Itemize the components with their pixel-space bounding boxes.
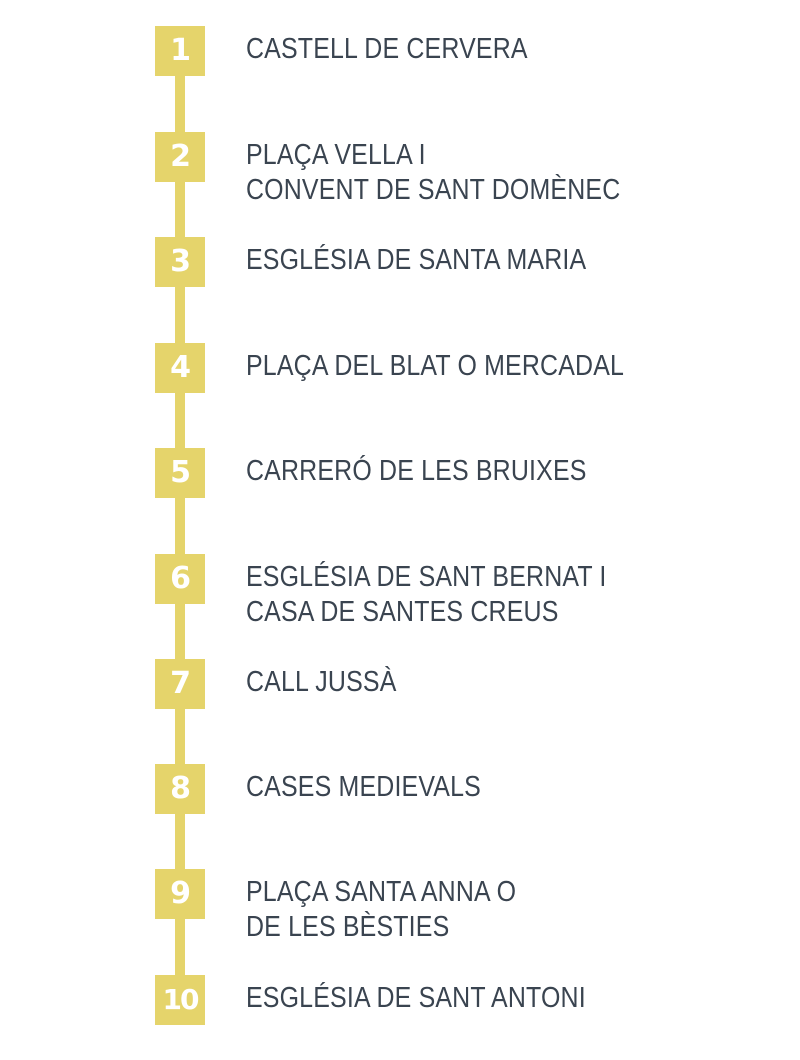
stop-number-badge: 2: [155, 132, 205, 182]
stop-label: ESGLÉSIA DE SANT BERNAT I CASA DE SANTES…: [246, 560, 710, 630]
stop-8: 8 CASES MEDIEVALS: [0, 764, 800, 814]
stop-label-line: CARRERÓ DE LES BRUIXES: [246, 455, 587, 487]
stop-label-line: ESGLÉSIA DE SANT ANTONI: [246, 982, 586, 1014]
stop-label-line: CONVENT DE SANT DOMÈNEC: [246, 174, 621, 206]
stop-number-badge: 8: [155, 764, 205, 814]
stop-3: 3 ESGLÉSIA DE SANTA MARIA: [0, 237, 800, 287]
stop-number-badge: 1: [155, 26, 205, 76]
stop-5: 5 CARRERÓ DE LES BRUIXES: [0, 448, 800, 498]
stop-1: 1 CASTELL DE CERVERA: [0, 26, 800, 76]
stop-number-badge: 5: [155, 448, 205, 498]
stop-number-badge: 10: [155, 975, 205, 1025]
stop-label-line: CALL JUSSÀ: [246, 666, 397, 698]
stop-4: 4 PLAÇA DEL BLAT O MERCADAL: [0, 343, 800, 393]
stop-number-badge: 9: [155, 869, 205, 919]
stop-number-badge: 6: [155, 554, 205, 604]
stop-label-line: CASTELL DE CERVERA: [246, 33, 528, 65]
stop-label-line: PLAÇA VELLA I: [246, 139, 426, 171]
stop-label: ESGLÉSIA DE SANT ANTONI: [246, 981, 710, 1016]
stop-label-line: PLAÇA DEL BLAT O MERCADAL: [246, 350, 625, 382]
stop-label-line: ESGLÉSIA DE SANTA MARIA: [246, 244, 587, 276]
stop-label: CARRERÓ DE LES BRUIXES: [246, 454, 710, 489]
stop-10: 10 ESGLÉSIA DE SANT ANTONI: [0, 975, 800, 1025]
stop-label-line: CASA DE SANTES CREUS: [246, 596, 559, 628]
stop-9: 9 PLAÇA SANTA ANNA O DE LES BÈSTIES: [0, 869, 800, 943]
stop-label: PLAÇA VELLA I CONVENT DE SANT DOMÈNEC: [246, 138, 710, 208]
stop-label-line: DE LES BÈSTIES: [246, 911, 450, 943]
stop-6: 6 ESGLÉSIA DE SANT BERNAT I CASA DE SANT…: [0, 554, 800, 628]
stop-2: 2 PLAÇA VELLA I CONVENT DE SANT DOMÈNEC: [0, 132, 800, 206]
route-line: [175, 50, 185, 1000]
stop-label: CALL JUSSÀ: [246, 665, 710, 700]
stop-label: PLAÇA SANTA ANNA O DE LES BÈSTIES: [246, 875, 710, 945]
stop-7: 7 CALL JUSSÀ: [0, 659, 800, 709]
stop-label: CASTELL DE CERVERA: [246, 32, 710, 67]
stop-label: CASES MEDIEVALS: [246, 770, 710, 805]
stop-number-badge: 3: [155, 237, 205, 287]
stop-label: ESGLÉSIA DE SANTA MARIA: [246, 243, 710, 278]
stop-label: PLAÇA DEL BLAT O MERCADAL: [246, 349, 710, 384]
stop-label-line: CASES MEDIEVALS: [246, 771, 481, 803]
stop-number-badge: 7: [155, 659, 205, 709]
stop-label-line: PLAÇA SANTA ANNA O: [246, 876, 517, 908]
stop-number-badge: 4: [155, 343, 205, 393]
stop-label-line: ESGLÉSIA DE SANT BERNAT I: [246, 561, 607, 593]
